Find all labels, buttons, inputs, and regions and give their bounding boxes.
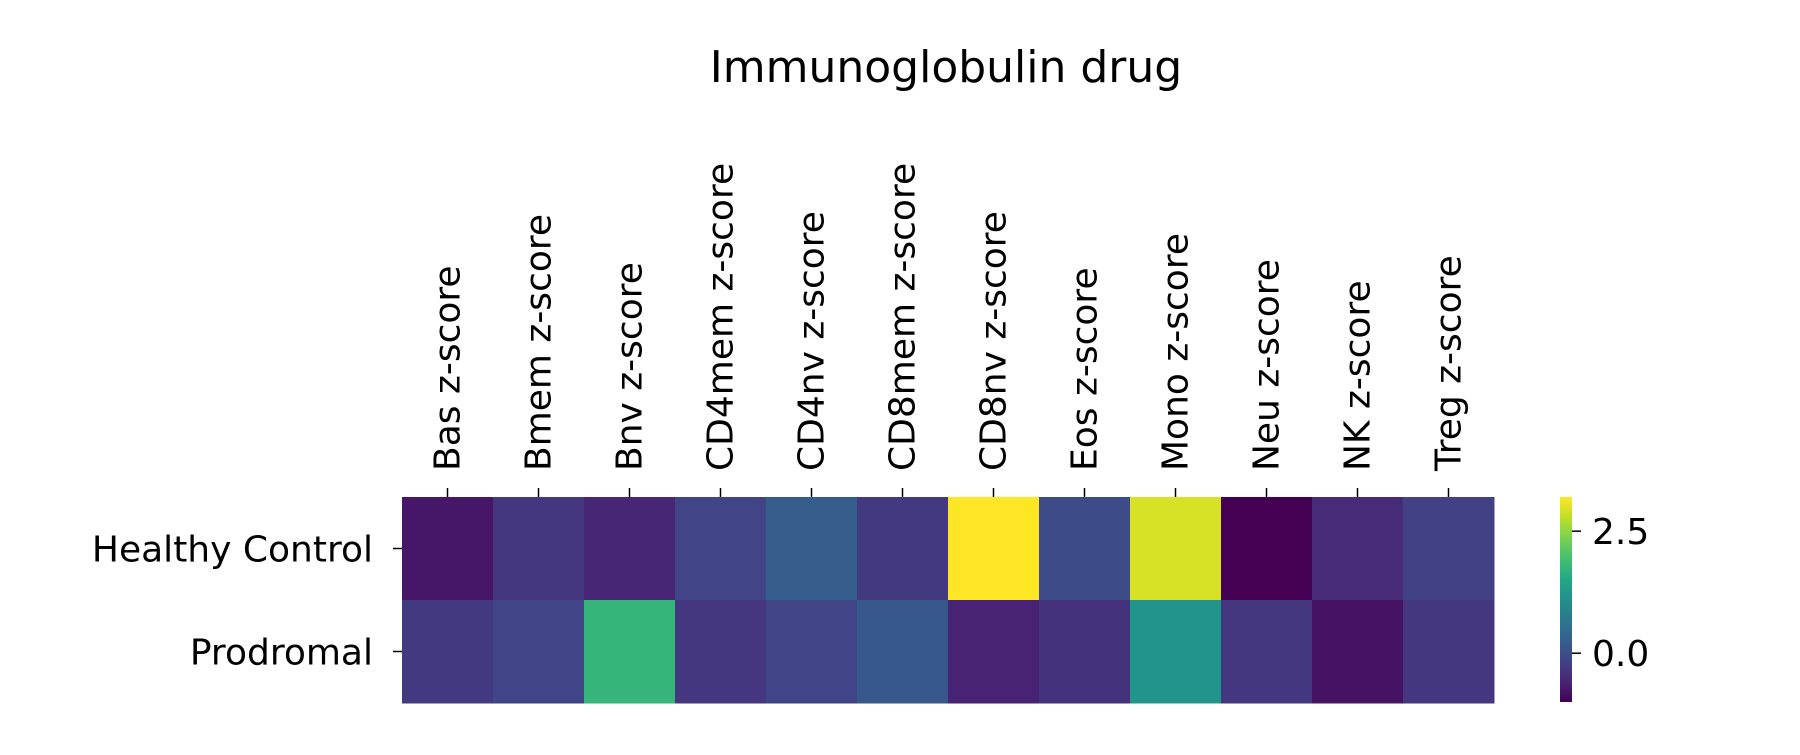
heatmap-cell: [948, 600, 1040, 704]
x-axis-ticks: Bas z-score Bmem z-score Bnv z-score CD4mem…: [428, 163, 1470, 497]
x-tick-label: Eos z-score: [1065, 267, 1106, 471]
heatmap-cell: [1403, 497, 1495, 601]
heatmap-cell: [1130, 497, 1222, 601]
x-tick-label: CD4mem z-score: [701, 163, 742, 471]
colorbar-gradient: [1560, 497, 1572, 702]
x-tick-label: Bnv z-score: [610, 262, 651, 471]
heatmap-cell: [1312, 600, 1404, 704]
heatmap-cell: [1312, 497, 1404, 601]
heatmap-cell: [1039, 497, 1131, 601]
heatmap-cell: [493, 600, 585, 704]
x-tick-label: Treg z-score: [1429, 255, 1470, 472]
heatmap-cell: [948, 497, 1040, 601]
x-tick-label: Neu z-score: [1247, 259, 1288, 471]
heatmap-cell: [675, 497, 767, 601]
heatmap-cell: [1221, 497, 1313, 601]
heatmap-cell: [766, 497, 858, 601]
x-tick-label: Bas z-score: [428, 265, 469, 471]
colorbar-tick-label: 0.0: [1592, 634, 1649, 675]
y-tick-label: Prodromal: [190, 633, 373, 674]
heatmap-cell: [402, 600, 494, 704]
heatmap-cell: [584, 497, 676, 601]
heatmap-cell: [402, 497, 494, 601]
y-tick-label: Healthy Control: [92, 530, 373, 571]
heatmap-cell: [766, 600, 858, 704]
heatmap-cell: [493, 497, 585, 601]
heatmap-cell: [584, 600, 676, 704]
chart-title: Immunoglobulin drug: [710, 42, 1182, 93]
x-tick-label: Mono z-score: [1156, 233, 1197, 471]
x-tick-label: NK z-score: [1338, 280, 1379, 471]
heatmap-cell: [1130, 600, 1222, 704]
colorbar: 2.5 0.0: [1560, 497, 1649, 702]
heatmap-cell: [1221, 600, 1313, 704]
x-tick-label: CD8nv z-score: [974, 211, 1015, 471]
heatmap-cell: [1039, 600, 1131, 704]
heatmap-cell: [857, 497, 949, 601]
heatmap-cell: [857, 600, 949, 704]
colorbar-tick-label: 2.5: [1592, 512, 1649, 553]
x-tick-label: CD4nv z-score: [792, 211, 833, 471]
heatmap-cell: [675, 600, 767, 704]
x-tick-label: Bmem z-score: [519, 214, 560, 471]
x-tick-label: CD8mem z-score: [883, 163, 924, 471]
heatmap-cell: [1403, 600, 1495, 704]
heatmap-cells: [402, 497, 1495, 704]
